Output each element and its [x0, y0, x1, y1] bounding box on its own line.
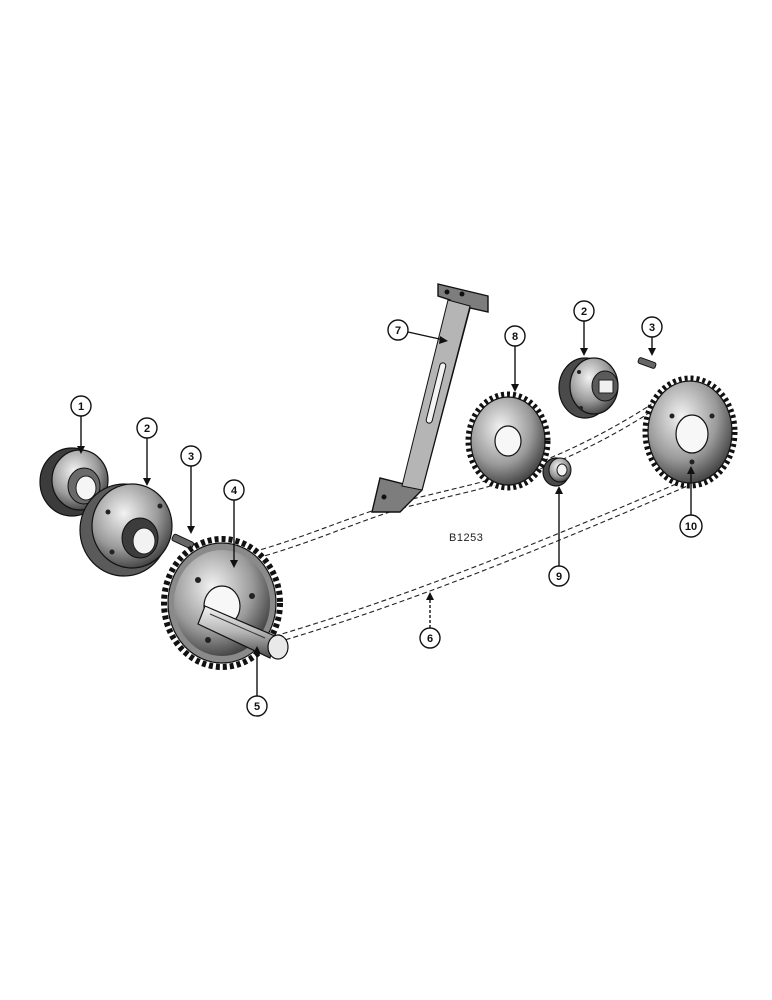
- callout-3-left: 3: [180, 445, 202, 534]
- svg-text:3: 3: [649, 322, 655, 334]
- idler-roller: [542, 457, 572, 487]
- callout-8: 8: [504, 325, 526, 392]
- driven-sprocket: [642, 375, 738, 489]
- callout-3-right: 3: [641, 316, 663, 356]
- svg-text:9: 9: [556, 571, 562, 583]
- svg-text:3: 3: [188, 451, 194, 463]
- svg-text:6: 6: [427, 633, 433, 645]
- flange-collar-left: [79, 483, 173, 577]
- callout-6: 6: [419, 592, 441, 649]
- key-left: [171, 533, 195, 550]
- callout-10: 10: [679, 466, 703, 538]
- callout-1: 1: [70, 395, 92, 454]
- callout-5: 5: [246, 646, 268, 717]
- svg-text:7: 7: [395, 325, 401, 337]
- svg-text:1: 1: [78, 401, 84, 413]
- bearing-part: [39, 447, 109, 517]
- roller-chain: [237, 391, 693, 643]
- callout-7: 7: [387, 319, 448, 344]
- callout-9: 9: [548, 486, 570, 587]
- key-right: [637, 357, 657, 369]
- figure-code: B1253: [449, 532, 483, 544]
- svg-text:10: 10: [685, 521, 697, 533]
- idler-sprocket: [465, 391, 551, 491]
- svg-text:8: 8: [512, 331, 518, 343]
- callout-2-left: 2: [136, 417, 158, 486]
- mounting-bracket: [371, 283, 489, 513]
- flange-collar-right: [558, 357, 619, 419]
- drive-shaft: [197, 605, 289, 660]
- svg-text:2: 2: [581, 306, 587, 318]
- callout-4: 4: [223, 479, 245, 568]
- svg-text:4: 4: [231, 485, 238, 497]
- svg-text:2: 2: [144, 423, 150, 435]
- callout-2-right: 2: [573, 300, 595, 356]
- svg-text:5: 5: [254, 701, 260, 713]
